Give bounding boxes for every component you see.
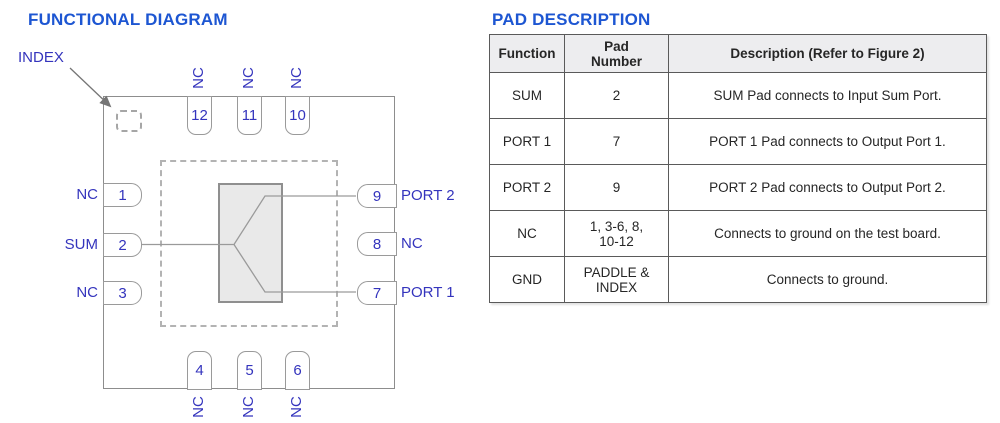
pad-10-function-label: NC xyxy=(288,67,305,89)
functional-diagram-title: FUNCTIONAL DIAGRAM xyxy=(28,10,228,29)
pad-7-number: 7 xyxy=(372,284,382,302)
pad-3-function-label: NC xyxy=(76,284,98,301)
pad-12: 12 xyxy=(187,96,212,135)
pad-2-function-label: SUM xyxy=(64,236,98,253)
pad-11-function-label: NC xyxy=(240,67,257,89)
cell-pad-number: 7 xyxy=(564,118,669,165)
cell-function: SUM xyxy=(489,72,565,119)
pad-9: 9 xyxy=(357,184,397,208)
pad-6-function-label: NC xyxy=(288,396,305,418)
pad-12-function-label: NC xyxy=(190,67,207,89)
pad-5-function-label: NC xyxy=(240,396,257,418)
pad-11-number: 11 xyxy=(241,107,258,124)
cell-function: PORT 1 xyxy=(489,118,565,165)
header-pad-number: Pad Number xyxy=(564,34,669,73)
pad-1-number: 1 xyxy=(118,186,127,204)
cell-description: PORT 1 Pad connects to Output Port 1. xyxy=(668,118,987,165)
pad-description-table: Function Pad Number Description (Refer t… xyxy=(489,34,987,303)
pad-6: 6 xyxy=(285,351,310,390)
pad-9-number: 9 xyxy=(372,187,382,205)
table-row-sum: SUM 2 SUM Pad connects to Input Sum Port… xyxy=(489,72,987,119)
pad-1: 1 xyxy=(103,183,142,207)
pad-3: 3 xyxy=(103,281,142,305)
table-row-nc: NC 1, 3-6, 8, 10-12 Connects to ground o… xyxy=(489,210,987,257)
index-pad-marker xyxy=(116,110,142,132)
table-row-port1: PORT 1 7 PORT 1 Pad connects to Output P… xyxy=(489,118,987,165)
cell-pad-number: PADDLE & INDEX xyxy=(564,256,669,303)
header-function: Function xyxy=(489,34,565,73)
pad-5-number: 5 xyxy=(245,362,254,379)
cell-function: PORT 2 xyxy=(489,164,565,211)
pad-7-function-label: PORT 1 xyxy=(401,284,455,301)
pad-11: 11 xyxy=(237,96,262,135)
cell-pad-number: 1, 3-6, 8, 10-12 xyxy=(564,210,669,257)
table-header-row: Function Pad Number Description (Refer t… xyxy=(489,34,987,73)
pad-2-number: 2 xyxy=(118,236,127,254)
pad-8: 8 xyxy=(357,232,397,256)
index-label: INDEX xyxy=(18,49,64,66)
pad-9-function-label: PORT 2 xyxy=(401,187,455,204)
pad-8-function-label: NC xyxy=(401,235,423,252)
cell-description: Connects to ground on the test board. xyxy=(668,210,987,257)
cell-description: SUM Pad connects to Input Sum Port. xyxy=(668,72,987,119)
header-description: Description (Refer to Figure 2) xyxy=(668,34,987,73)
pad-description-title: PAD DESCRIPTION xyxy=(492,10,651,29)
pad-4: 4 xyxy=(187,351,212,390)
splitter-symbol xyxy=(218,183,283,303)
cell-description: PORT 2 Pad connects to Output Port 2. xyxy=(668,164,987,211)
pad-6-number: 6 xyxy=(293,362,302,379)
cell-pad-number: 9 xyxy=(564,164,669,211)
cell-function: GND xyxy=(489,256,565,303)
pad-7: 7 xyxy=(357,281,397,305)
cell-pad-number: 2 xyxy=(564,72,669,119)
pad-4-function-label: NC xyxy=(190,396,207,418)
pad-12-number: 12 xyxy=(191,107,208,124)
pad-4-number: 4 xyxy=(195,362,204,379)
pad-10: 10 xyxy=(285,96,310,135)
pad-1-function-label: NC xyxy=(76,186,98,203)
pad-2: 2 xyxy=(103,233,142,257)
cell-description: Connects to ground. xyxy=(668,256,987,303)
cell-function: NC xyxy=(489,210,565,257)
pad-8-number: 8 xyxy=(372,235,382,253)
table-row-port2: PORT 2 9 PORT 2 Pad connects to Output P… xyxy=(489,164,987,211)
pad-10-number: 10 xyxy=(289,107,306,124)
table-row-gnd: GND PADDLE & INDEX Connects to ground. xyxy=(489,256,987,303)
pad-3-number: 3 xyxy=(118,284,127,302)
pad-5: 5 xyxy=(237,351,262,390)
